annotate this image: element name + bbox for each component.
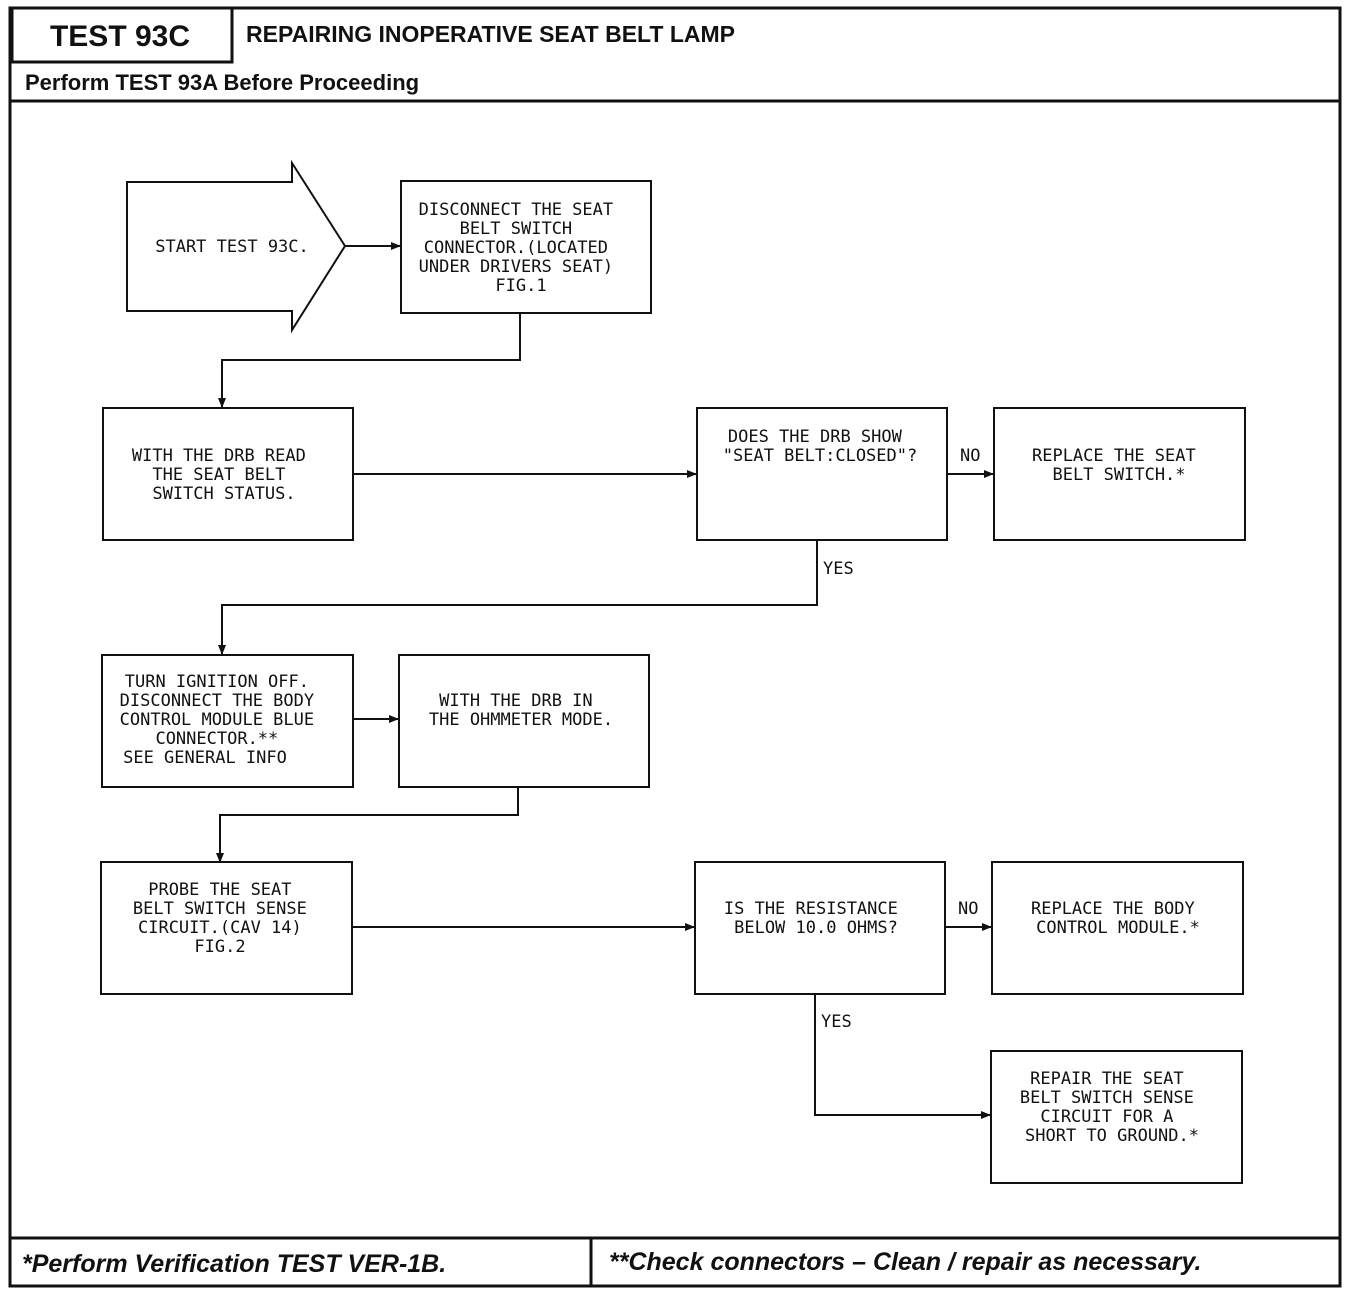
prerequisite-note: Perform TEST 93A Before Proceeding bbox=[25, 70, 419, 95]
ignition-off-box bbox=[101, 654, 354, 788]
replace-module-box bbox=[991, 861, 1244, 995]
repair-circuit-box bbox=[990, 1050, 1243, 1184]
start-arrow-shape bbox=[126, 159, 347, 334]
test-title: REPAIRING INOPERATIVE SEAT BELT LAMP bbox=[246, 21, 735, 47]
drb-closed-question-box bbox=[696, 407, 948, 541]
disconnect-switch-text: DISCONNECT THE SEAT BELT SWITCH CONNECTO… bbox=[419, 200, 624, 296]
probe-circuit-text: PROBE THE SEAT BELT SWITCH SENSE CIRCUIT… bbox=[133, 880, 317, 957]
replace-module-text: REPLACE THE BODY CONTROL MODULE.* bbox=[1031, 899, 1205, 938]
drb-closed-question-text: DOES THE DRB SHOW "SEAT BELT:CLOSED"? bbox=[723, 427, 917, 466]
resistance-question-text: IS THE RESISTANCE BELOW 10.0 OHMS? bbox=[724, 899, 908, 938]
ohmmeter-mode-text: WITH THE DRB IN THE OHMMETER MODE. bbox=[429, 691, 613, 730]
ignition-off-text: TURN IGNITION OFF. DISCONNECT THE BODY C… bbox=[120, 672, 325, 768]
connector-disconnect-to-read bbox=[218, 313, 521, 408]
footer-note-verification: *Perform Verification TEST VER-1B. bbox=[22, 1250, 446, 1278]
replace-switch-box bbox=[993, 407, 1246, 541]
label-no-drb: NO bbox=[960, 446, 980, 466]
footer-note-connectors: **Check connectors – Clean / repair as n… bbox=[609, 1248, 1201, 1276]
connector-question-yes bbox=[218, 540, 818, 655]
connector-resistance-yes bbox=[814, 994, 991, 1119]
repair-circuit-text: REPAIR THE SEAT BELT SWITCH SENSE CIRCUI… bbox=[1020, 1069, 1204, 1146]
label-no-resistance: NO bbox=[958, 899, 978, 919]
read-status-box bbox=[102, 407, 354, 541]
disconnect-switch-box bbox=[400, 180, 652, 314]
start-label: START TEST 93C. bbox=[155, 237, 309, 257]
label-yes-drb: YES bbox=[823, 559, 854, 579]
resistance-question-box bbox=[694, 861, 946, 995]
replace-switch-text: REPLACE THE SEAT BELT SWITCH.* bbox=[1032, 446, 1206, 485]
test-id: TEST 93C bbox=[50, 20, 190, 53]
label-yes-resistance: YES bbox=[821, 1012, 852, 1032]
ohmmeter-mode-box bbox=[398, 654, 650, 788]
outer-frame bbox=[8, 6, 1342, 1288]
read-status-text: WITH THE DRB READ THE SEAT BELT SWITCH S… bbox=[132, 446, 316, 504]
probe-circuit-box bbox=[100, 861, 353, 995]
connector-ohmmeter-to-probe bbox=[216, 787, 519, 863]
